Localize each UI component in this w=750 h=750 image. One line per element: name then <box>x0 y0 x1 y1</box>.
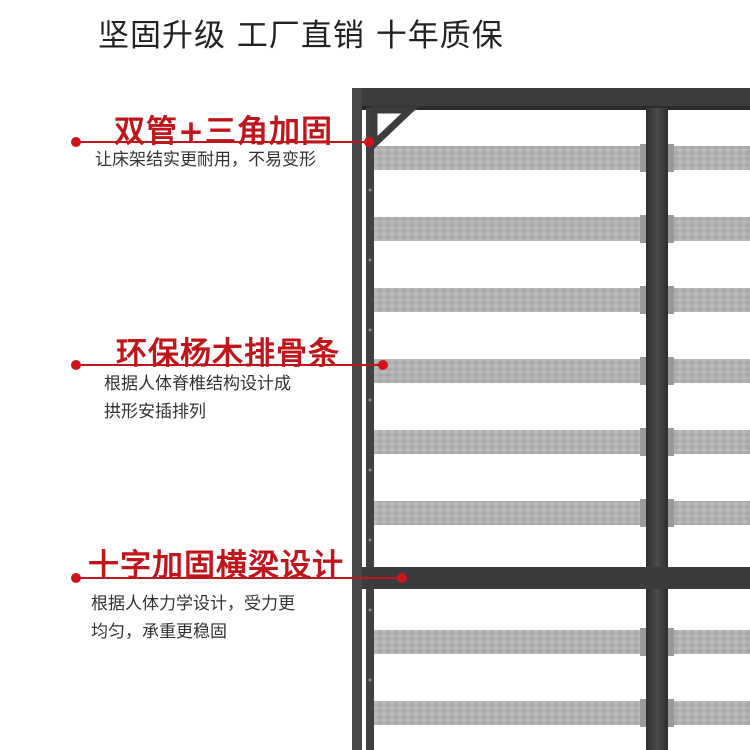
callout-desc-line: 拱形安插排列 <box>104 402 206 422</box>
slat <box>372 359 750 383</box>
slat <box>372 146 750 170</box>
callout-title: 环保杨木排骨条 <box>116 336 340 372</box>
callout-description: 根据人体力学设计，受力更 均匀，承重更稳固 <box>91 590 295 646</box>
callout-dot-left <box>71 573 81 583</box>
callout-dot-left <box>71 137 81 147</box>
callout-dot-right <box>397 573 407 583</box>
callout-dot-right <box>364 137 374 147</box>
callout-description: 让床架结实更耐用，不易变形 <box>95 146 316 174</box>
slat <box>372 217 750 241</box>
callout-description: 根据人体脊椎结构设计成 拱形安插排列 <box>104 370 291 426</box>
callout-dot-right <box>378 360 388 370</box>
slat <box>372 288 750 312</box>
corner-brace <box>370 106 419 153</box>
callout-line <box>76 577 404 579</box>
callout-desc-line: 根据人体力学设计，受力更 <box>91 594 295 614</box>
slat-group <box>372 146 750 725</box>
slat <box>372 630 750 654</box>
slat <box>372 430 750 454</box>
cross-beam <box>362 567 750 589</box>
headline: 坚固升级 工厂直销 十年质保 <box>98 18 504 54</box>
slat <box>372 501 750 525</box>
callout-title: 双管+三角加固 <box>114 114 333 150</box>
callout-desc-line: 均匀，承重更稳固 <box>91 622 227 642</box>
top-rail <box>352 88 750 110</box>
slat <box>372 701 750 725</box>
callout-line <box>76 364 386 366</box>
inner-side-rail <box>366 108 374 750</box>
center-beam <box>646 108 668 750</box>
side-rail <box>352 88 362 750</box>
callout-line <box>76 141 371 143</box>
callout-dot-left <box>71 360 81 370</box>
callout-desc-line: 根据人体脊椎结构设计成 <box>104 374 291 394</box>
callout-desc-line: 让床架结实更耐用，不易变形 <box>95 150 316 170</box>
